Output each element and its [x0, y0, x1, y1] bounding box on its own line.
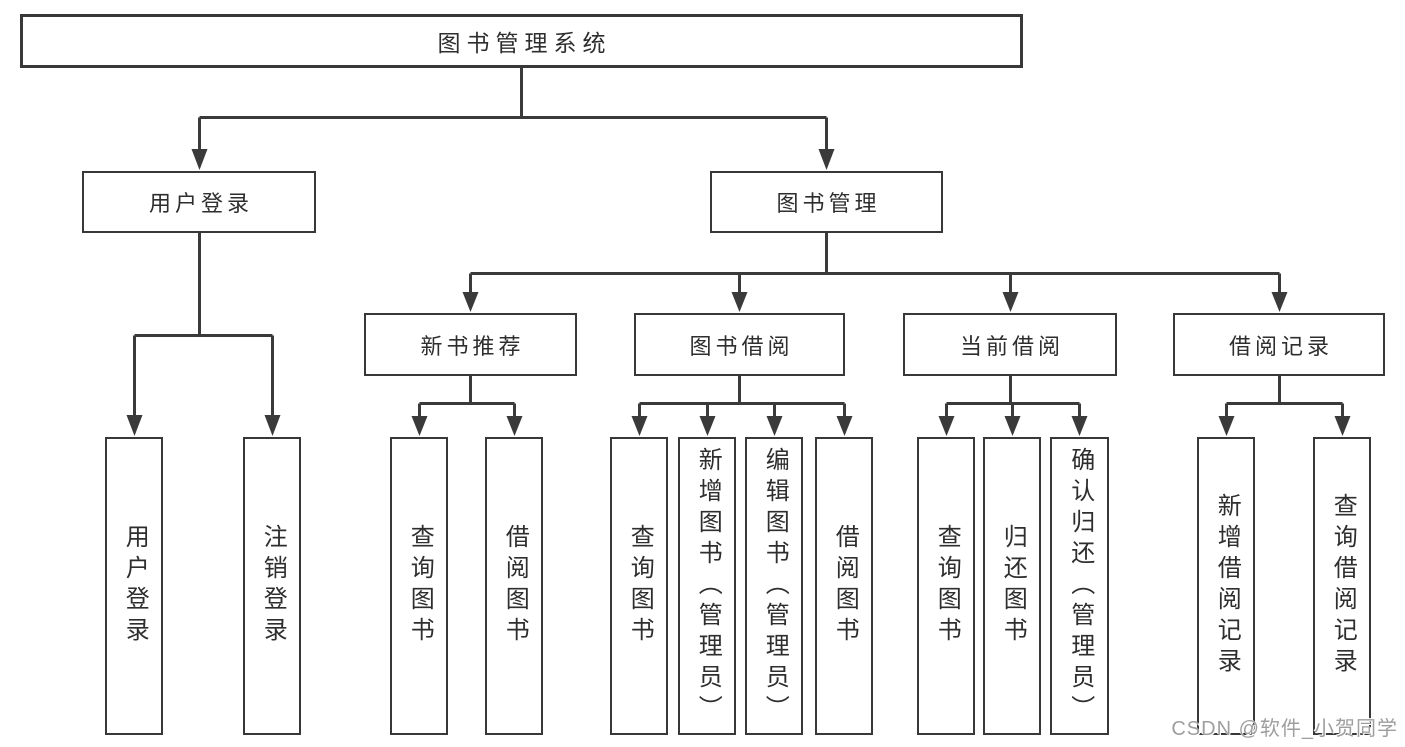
node-label: 当前借阅	[959, 333, 1064, 359]
node-label: 新增借阅记录	[1213, 493, 1241, 679]
arrow-down-icon	[264, 415, 281, 436]
arrow-down-icon	[731, 292, 748, 312]
node-label: 借阅图书	[831, 524, 859, 648]
arrow-down-icon	[1218, 416, 1235, 436]
edge-bookborrow-rail	[638, 376, 846, 417]
edge-bookmgmt-rail	[469, 233, 1281, 293]
node-label: 归还图书	[999, 524, 1027, 648]
node-leaf-edit-books-admin: 编辑图书（管理员）	[745, 437, 803, 735]
edge-borrowrecords-rail	[1225, 376, 1344, 417]
connector-strokes	[133, 68, 1344, 417]
arrow-down-icon	[462, 292, 479, 312]
node-leaf-borrow-books: 借阅图书	[815, 437, 873, 735]
arrow-down-icon	[1334, 416, 1351, 436]
arrow-down-icon	[1002, 292, 1019, 312]
node-leaf-add-borrow-record: 新增借阅记录	[1197, 437, 1255, 735]
node-label: 用户登录	[148, 191, 253, 216]
node-borrowing-records: 借阅记录	[1173, 313, 1385, 376]
node-leaf-query-books-recommend: 查询图书	[390, 437, 448, 735]
node-book-management: 图书管理	[710, 171, 943, 233]
node-leaf-borrow-books-recommend: 借阅图书	[485, 437, 543, 735]
node-leaf-user-login: 用户登录	[105, 437, 163, 735]
node-new-book-recommend: 新书推荐	[364, 313, 577, 376]
csdn-watermark: CSDN @软件_小贺同学	[1171, 718, 1398, 740]
node-label: 图书管理	[776, 191, 881, 216]
node-label: 用户登录	[121, 524, 149, 648]
edge-root-rail	[198, 68, 828, 150]
arrow-down-icon	[836, 416, 853, 436]
node-label: 注销登录	[259, 524, 287, 648]
node-label: 确认归还（管理员）	[1066, 446, 1094, 726]
node-label: 编辑图书（管理员）	[761, 446, 789, 726]
node-label: 查询图书	[626, 524, 654, 648]
arrow-down-icon	[699, 416, 716, 436]
node-leaf-confirm-return-admin: 确认归还（管理员）	[1050, 437, 1109, 735]
arrow-down-icon	[938, 416, 955, 436]
node-user-login: 用户登录	[82, 171, 316, 233]
node-library-management-system: 图书管理系统	[20, 14, 1023, 68]
node-label: 查询借阅记录	[1329, 493, 1357, 679]
edge-userlogin-rail	[133, 233, 274, 416]
arrow-down-icon	[766, 416, 783, 436]
node-label: 新书推荐	[420, 333, 525, 359]
edge-newbookrec-rail	[418, 376, 516, 417]
arrow-down-icon	[191, 149, 208, 170]
node-leaf-add-books-admin: 新增图书（管理员）	[678, 437, 736, 735]
node-leaf-return-books: 归还图书	[983, 437, 1041, 735]
edge-currentborrow-rail	[945, 376, 1081, 417]
arrow-down-icon	[126, 415, 143, 436]
arrow-down-icon	[506, 416, 523, 436]
arrow-down-icon	[411, 416, 428, 436]
node-book-borrowing: 图书借阅	[634, 313, 845, 376]
arrow-down-icon	[1271, 292, 1288, 312]
node-label: 借阅图书	[501, 524, 529, 648]
node-leaf-query-books-borrowing: 查询图书	[610, 437, 668, 735]
arrow-down-icon	[1004, 416, 1021, 436]
node-leaf-query-books-current: 查询图书	[917, 437, 975, 735]
arrow-down-icon	[631, 416, 648, 436]
arrow-down-icon	[818, 149, 835, 170]
node-current-borrowing: 当前借阅	[903, 313, 1117, 376]
node-label: 图书管理系统	[437, 30, 612, 56]
node-label: 借阅记录	[1228, 333, 1333, 359]
node-label: 图书借阅	[689, 333, 794, 359]
node-leaf-logout: 注销登录	[243, 437, 301, 735]
node-label: 查询图书	[933, 524, 961, 648]
node-leaf-query-borrow-record: 查询借阅记录	[1313, 437, 1371, 735]
node-label: 新增图书（管理员）	[694, 446, 722, 726]
connector-arrowheads	[126, 149, 1351, 436]
node-label: 查询图书	[406, 524, 434, 648]
arrow-down-icon	[1071, 416, 1088, 436]
